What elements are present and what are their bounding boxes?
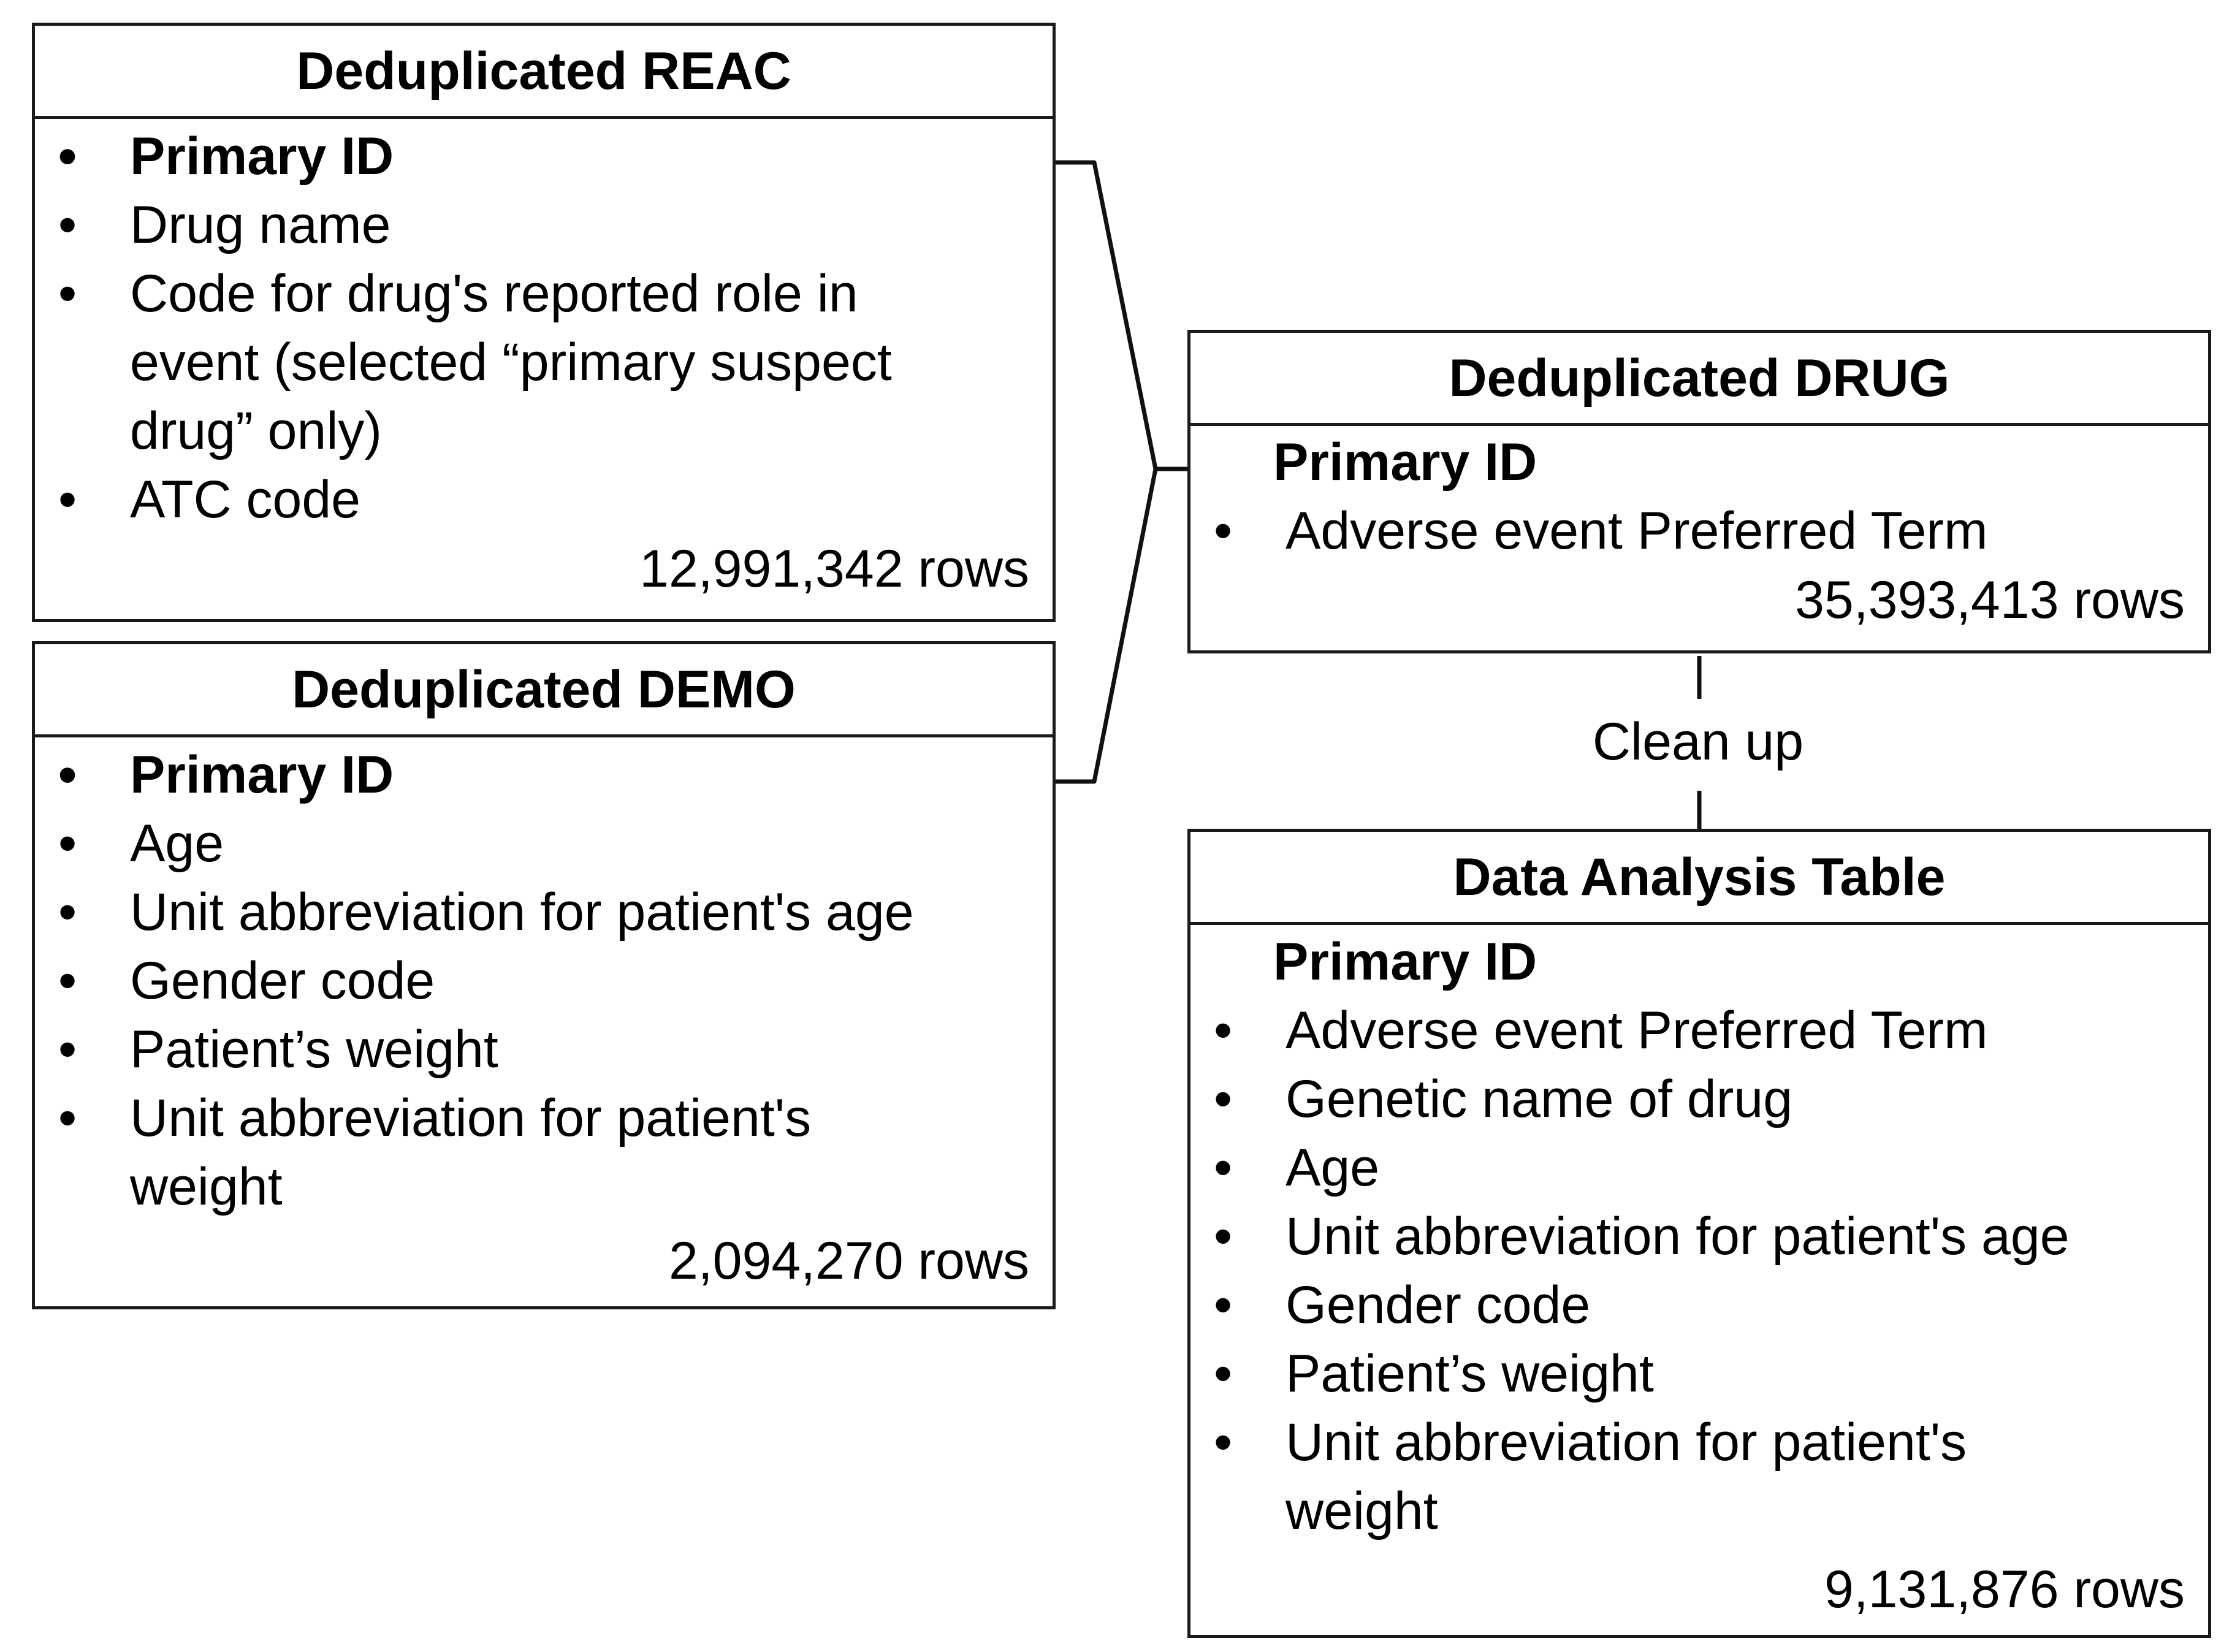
bullet: • [58,883,77,942]
field-text: Primary ID [130,745,394,804]
field-text: Age [1285,1138,1380,1197]
drug-title: Deduplicated DRUG [1190,333,2208,426]
bullet: • [58,1089,77,1148]
demo-field-list: • Primary ID • Age • Unit abbreviation for … [35,737,1053,1221]
analysis-field-weight: • Patient’s weight [1190,1339,2208,1408]
bullet: • [58,1020,77,1079]
analysis-field-list: Primary ID • Adverse event Preferred Term… [1190,925,2208,1545]
analysis-field-drug-name: • Genetic name of drug [1190,1065,2208,1133]
field-text: Unit abbreviation for patient's weight [1285,1413,1967,1540]
bullet: • [58,196,77,254]
reac-field-atc-code: • ATC code [35,465,1053,534]
demo-title: Deduplicated DEMO [35,644,1053,737]
analysis-field-age: • Age [1190,1133,2208,1202]
bullet: • [1214,1413,1233,1472]
bullet: • [58,745,77,804]
reac-field-list: • Primary ID • Drug name • Code for drug's … [35,119,1053,534]
field-text: Adverse event Preferred Term [1285,501,1988,560]
demo-field-weight: • Patient’s weight [35,1015,1053,1084]
reac-to-drug-line [1032,160,1214,471]
drug-table-box: Deduplicated DRUG Primary ID • Adverse ev… [1187,330,2211,653]
drug-field-list: Primary ID • Adverse event Preferred Term [1190,426,2208,565]
reac-table-box: Deduplicated REAC • Primary ID • Drug name… [32,23,1056,622]
bullet: • [58,264,77,323]
bullet: • [1214,1207,1233,1266]
bullet: • [58,951,77,1010]
field-text: Primary ID [130,127,394,186]
reac-field-drug-name: • Drug name [35,191,1053,259]
field-text: Patient’s weight [1285,1344,1654,1403]
field-text: Age [130,814,224,873]
drug-field-primary-id: Primary ID [1190,428,2208,497]
analysis-field-weight-unit: • Unit abbreviation for patient's weight [1190,1408,2208,1545]
reac-title: Deduplicated REAC [35,26,1053,119]
reac-row-count: 12,991,342 rows [639,539,1029,598]
demo-field-age: • Age [35,809,1053,878]
field-text: Gender code [1285,1276,1591,1334]
field-text: Patient’s weight [130,1020,498,1079]
field-text: Drug name [130,196,391,254]
field-text: Primary ID [1273,932,1537,991]
bullet: • [1214,1276,1233,1334]
field-text: Unit abbreviation for patient's age [1285,1207,2070,1266]
analysis-field-preferred-term: • Adverse event Preferred Term [1190,996,2208,1065]
bullet: • [1214,1138,1233,1197]
reac-field-primary-id: • Primary ID [35,122,1053,191]
demo-field-weight-unit: • Unit abbreviation for patient's weight [35,1084,1053,1221]
bullet: • [1214,1344,1233,1403]
reac-field-role-code: • Code for drug's reported role in event … [35,259,1053,465]
field-text: Primary ID [1273,433,1537,492]
analysis-title: Data Analysis Table [1190,832,2208,925]
clean-up-label: Clean up [1592,712,1804,771]
drug-row-count: 35,393,413 rows [1795,571,2185,630]
bullet: • [1214,1001,1233,1060]
demo-field-age-unit: • Unit abbreviation for patient's age [35,878,1053,946]
field-text: Unit abbreviation for patient's age [130,883,914,942]
drug-field-preferred-term: • Adverse event Preferred Term [1190,497,2208,565]
bullet: • [1214,501,1233,560]
field-text: ATC code [130,470,360,529]
analysis-row-count: 9,131,876 rows [1824,1560,2185,1619]
analysis-field-age-unit: • Unit abbreviation for patient's age [1190,1202,2208,1271]
field-text: Unit abbreviation for patient's weight [130,1089,812,1216]
analysis-table-box: Data Analysis Table Primary ID • Adverse … [1187,829,2211,1638]
demo-field-gender-code: • Gender code [35,946,1053,1015]
field-text: Code for drug's reported role in event (… [130,264,892,460]
demo-row-count: 2,094,270 rows [668,1231,1029,1290]
demo-table-box: Deduplicated DEMO • Primary ID • Age • Unit… [32,641,1056,1309]
field-text: Gender code [130,951,435,1010]
field-text: Genetic name of drug [1285,1070,1793,1129]
bullet: • [58,470,77,529]
bullet: • [58,127,77,186]
bullet: • [58,814,77,873]
analysis-field-primary-id: Primary ID [1190,927,2208,996]
analysis-field-gender-code: • Gender code [1190,1271,2208,1339]
demo-field-primary-id: • Primary ID [35,740,1053,809]
field-text: Adverse event Preferred Term [1285,1001,1988,1060]
bullet: • [1214,1070,1233,1129]
